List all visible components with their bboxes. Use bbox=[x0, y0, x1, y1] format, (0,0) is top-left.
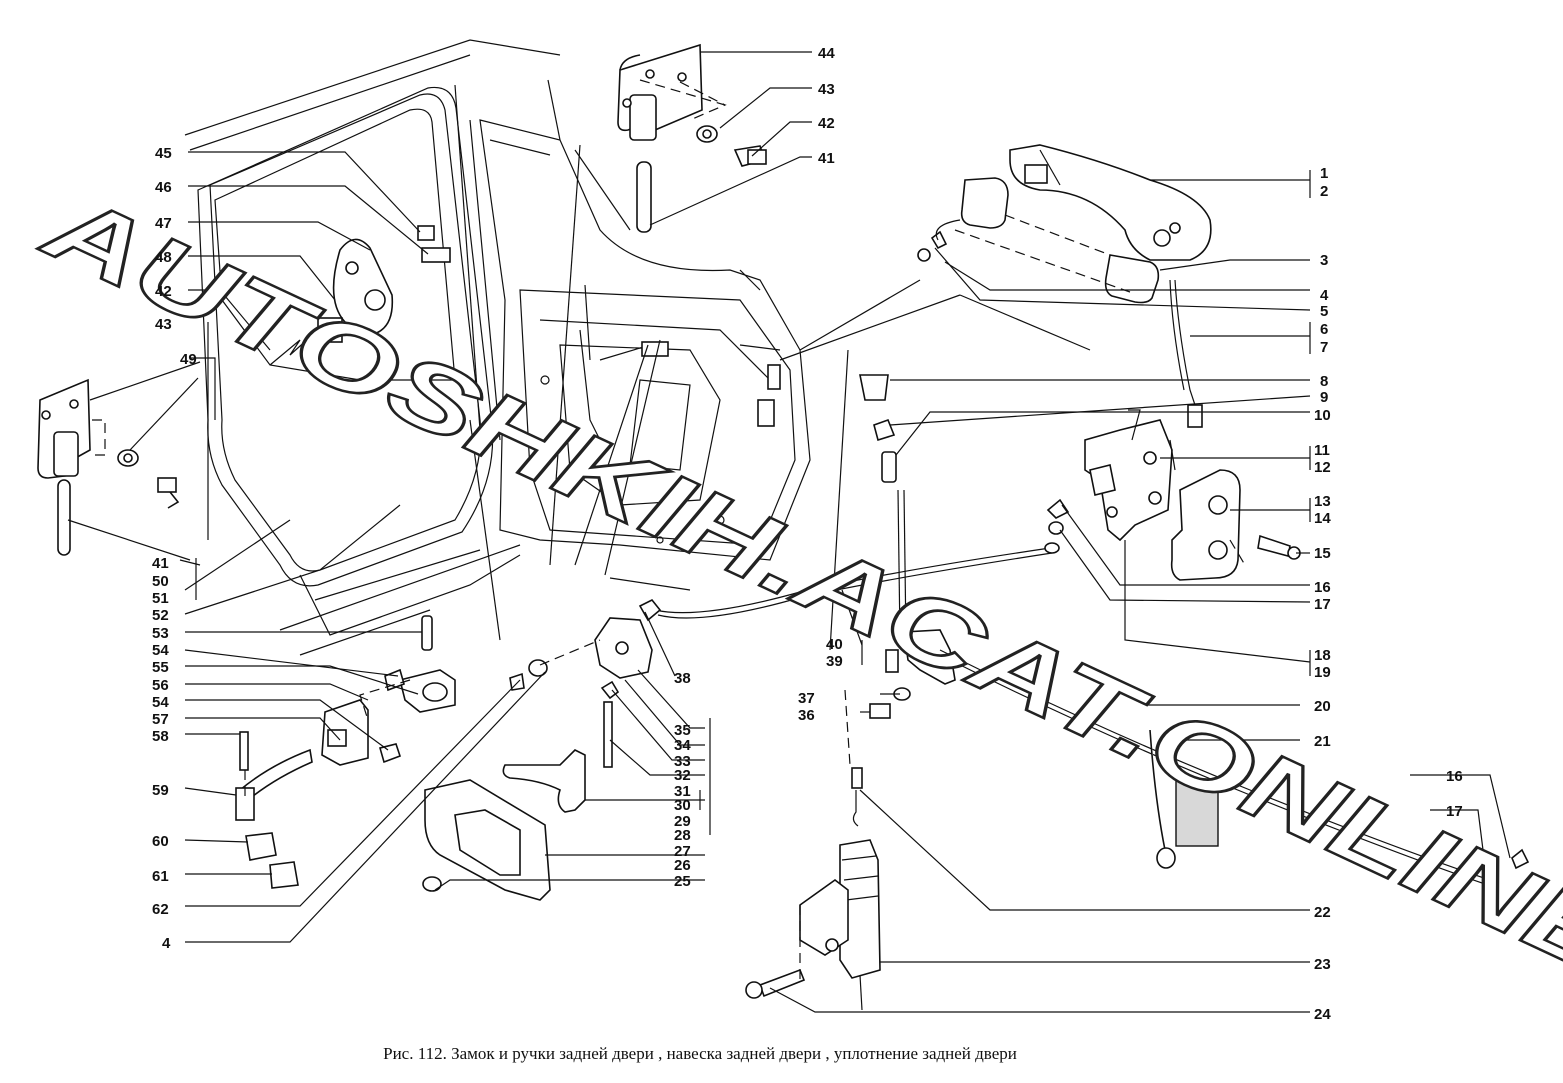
lower-left-parts bbox=[235, 615, 456, 889]
callout-brackets bbox=[195, 170, 1311, 676]
callout-4-left: 4 bbox=[162, 935, 171, 952]
rear-door-inner-panel bbox=[479, 119, 811, 561]
callout-62: 62 bbox=[152, 901, 169, 918]
callout-42-left: 42 bbox=[155, 283, 172, 300]
callout-3: 3 bbox=[1320, 252, 1328, 269]
callout-18: 18 bbox=[1314, 647, 1331, 664]
door-latch bbox=[1046, 409, 1301, 581]
callout-57: 57 bbox=[152, 711, 169, 728]
callout-37: 37 bbox=[798, 690, 815, 707]
callout-34: 34 bbox=[674, 737, 691, 754]
inside-handle bbox=[422, 598, 662, 901]
callout-28: 28 bbox=[674, 827, 691, 844]
callout-58: 58 bbox=[152, 728, 169, 745]
callout-25: 25 bbox=[674, 873, 691, 890]
callout-52: 52 bbox=[152, 607, 169, 624]
figure-caption: Рис. 112. Замок и ручки задней двери , н… bbox=[383, 1044, 1017, 1063]
callout-22: 22 bbox=[1314, 904, 1331, 921]
callout-29: 29 bbox=[674, 813, 691, 830]
lock-actuator bbox=[745, 767, 881, 1011]
callout-43-left: 43 bbox=[155, 316, 172, 333]
callout-42-top: 42 bbox=[818, 115, 835, 132]
callout-27: 27 bbox=[674, 843, 691, 860]
door-opening-frame bbox=[184, 39, 561, 656]
callout-53: 53 bbox=[152, 625, 169, 642]
callout-41-left: 41 bbox=[152, 555, 169, 572]
control-rods bbox=[654, 374, 1530, 908]
callout-54-lower: 54 bbox=[152, 694, 169, 711]
callout-7: 7 bbox=[1320, 339, 1328, 356]
callout-26: 26 bbox=[674, 857, 691, 874]
callout-24: 24 bbox=[1314, 1006, 1331, 1023]
callout-40: 40 bbox=[826, 636, 843, 653]
callout-21: 21 bbox=[1314, 733, 1331, 750]
leader-lines bbox=[67, 51, 1511, 1013]
upper-hinge bbox=[617, 43, 767, 233]
callout-48: 48 bbox=[155, 249, 172, 266]
callout-44: 44 bbox=[818, 45, 835, 62]
callout-60: 60 bbox=[152, 833, 169, 850]
callout-32: 32 bbox=[674, 767, 691, 784]
small-fasteners bbox=[869, 687, 911, 719]
callout-45: 45 bbox=[155, 145, 172, 162]
callout-47: 47 bbox=[155, 215, 172, 232]
callout-17-right: 17 bbox=[1314, 596, 1331, 613]
callout-46: 46 bbox=[155, 179, 172, 196]
lower-hinge bbox=[37, 378, 180, 556]
callout-15: 15 bbox=[1314, 545, 1331, 562]
callout-19: 19 bbox=[1314, 664, 1331, 681]
callout-31: 31 bbox=[674, 783, 691, 800]
callout-23: 23 bbox=[1314, 956, 1331, 973]
outside-handle bbox=[917, 144, 1212, 428]
callout-13: 13 bbox=[1314, 493, 1331, 510]
callout-6: 6 bbox=[1320, 321, 1328, 338]
callout-38: 38 bbox=[674, 670, 691, 687]
callout-12: 12 bbox=[1314, 459, 1331, 476]
callout-11: 11 bbox=[1314, 442, 1330, 459]
callout-20: 20 bbox=[1314, 698, 1331, 715]
callout-9: 9 bbox=[1320, 389, 1328, 406]
door-glass-outline bbox=[214, 108, 456, 381]
callout-50: 50 bbox=[152, 573, 169, 590]
callout-43-top: 43 bbox=[818, 81, 835, 98]
callout-1: 1 bbox=[1320, 165, 1328, 182]
callout-33: 33 bbox=[674, 753, 691, 770]
callout-39: 39 bbox=[826, 653, 843, 670]
striker-assembly bbox=[269, 225, 451, 366]
callout-16-right: 16 bbox=[1314, 579, 1331, 596]
callout-61: 61 bbox=[152, 868, 169, 885]
callout-2: 2 bbox=[1320, 183, 1328, 200]
callout-16-bottom: 16 bbox=[1446, 768, 1463, 785]
callout-36: 36 bbox=[798, 707, 815, 724]
callout-55: 55 bbox=[152, 659, 169, 676]
callout-54-upper: 54 bbox=[152, 642, 169, 659]
callout-labels: 44 43 42 41 1 2 3 4 5 6 7 8 9 10 11 12 1… bbox=[152, 45, 1463, 1023]
callout-4-right: 4 bbox=[1320, 287, 1329, 304]
callout-8: 8 bbox=[1320, 373, 1328, 390]
callout-30: 30 bbox=[674, 797, 691, 814]
callout-49: 49 bbox=[180, 351, 197, 368]
callout-35: 35 bbox=[674, 722, 691, 739]
callout-51: 51 bbox=[152, 590, 169, 607]
callout-5: 5 bbox=[1320, 303, 1328, 320]
callout-59: 59 bbox=[152, 782, 169, 799]
callout-14: 14 bbox=[1314, 510, 1331, 527]
callout-56: 56 bbox=[152, 677, 169, 694]
callout-17-bottom: 17 bbox=[1446, 803, 1463, 820]
callout-41-top: 41 bbox=[818, 150, 835, 167]
sound-pad bbox=[1175, 779, 1219, 847]
callout-10: 10 bbox=[1314, 407, 1331, 424]
